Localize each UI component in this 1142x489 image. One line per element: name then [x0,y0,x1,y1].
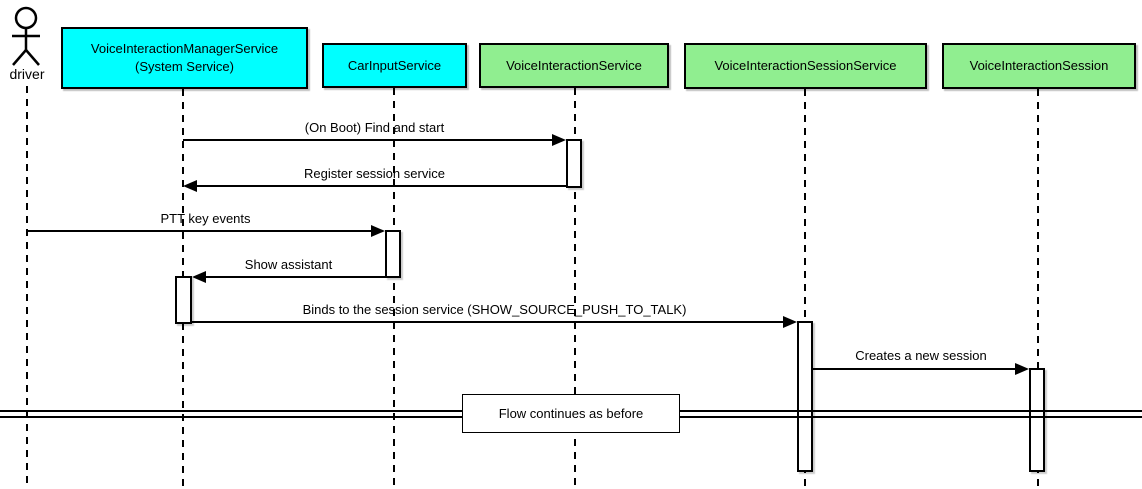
message-label: PTT key events [160,211,251,226]
arrowhead-right-icon [552,134,566,146]
participant-voiceinteractionsessionservice: VoiceInteractionSessionService [684,43,927,89]
participant-voiceinteractionmanagerservice: VoiceInteractionManagerService (System S… [61,27,308,89]
participant-name: VoiceInteractionService [506,57,642,73]
message-line [192,321,784,323]
lifeline-voiceinteractionsessionservice [804,89,806,489]
message-line [813,368,1016,370]
divider-label: Flow continues as before [462,394,680,433]
participant-voiceinteractionsession: VoiceInteractionSession [942,43,1136,89]
arrowhead-right-icon [783,316,797,328]
arrowhead-left-icon [192,271,206,283]
lifeline-voiceinteractionservice [574,88,576,489]
arrowhead-right-icon [1015,363,1029,375]
message-label: Show assistant [244,257,333,272]
participant-voiceinteractionservice: VoiceInteractionService [479,43,669,88]
activation-bar-voiceinteractionservice [566,139,582,188]
message-line [205,276,385,278]
actor-driver-icon [12,6,40,66]
message-line [196,185,566,187]
actor-driver-label: driver [9,66,45,82]
activation-bar-voiceinteractionmanagerservice [175,276,192,324]
message-label: Register session service [304,166,445,181]
activation-bar-voiceinteractionsessionservice [797,321,813,472]
participant-name: VoiceInteractionSessionService [714,58,897,74]
participant-name: VoiceInteractionSession [969,58,1109,74]
lifeline-voiceinteractionsession [1037,89,1039,489]
arrowhead-right-icon [371,225,385,237]
activation-bar-voiceinteractionsession [1029,368,1045,472]
participant-subtitle: (System Service) [135,59,234,74]
participant-name: VoiceInteractionManagerService [90,41,279,57]
message-label: Binds to the session service (SHOW_SOURC… [302,302,687,317]
participant-carinputservice: CarInputService [322,43,467,88]
lifeline-carinputservice [393,88,395,489]
message-line [26,230,372,232]
message-line [183,139,554,141]
arrowhead-left-icon [183,180,197,192]
lifeline-driver [26,86,28,489]
message-label: (On Boot) Find and start [304,120,445,135]
message-label: Creates a new session [855,348,987,363]
activation-bar-carinputservice [385,230,401,278]
participant-name: CarInputService [347,57,442,73]
